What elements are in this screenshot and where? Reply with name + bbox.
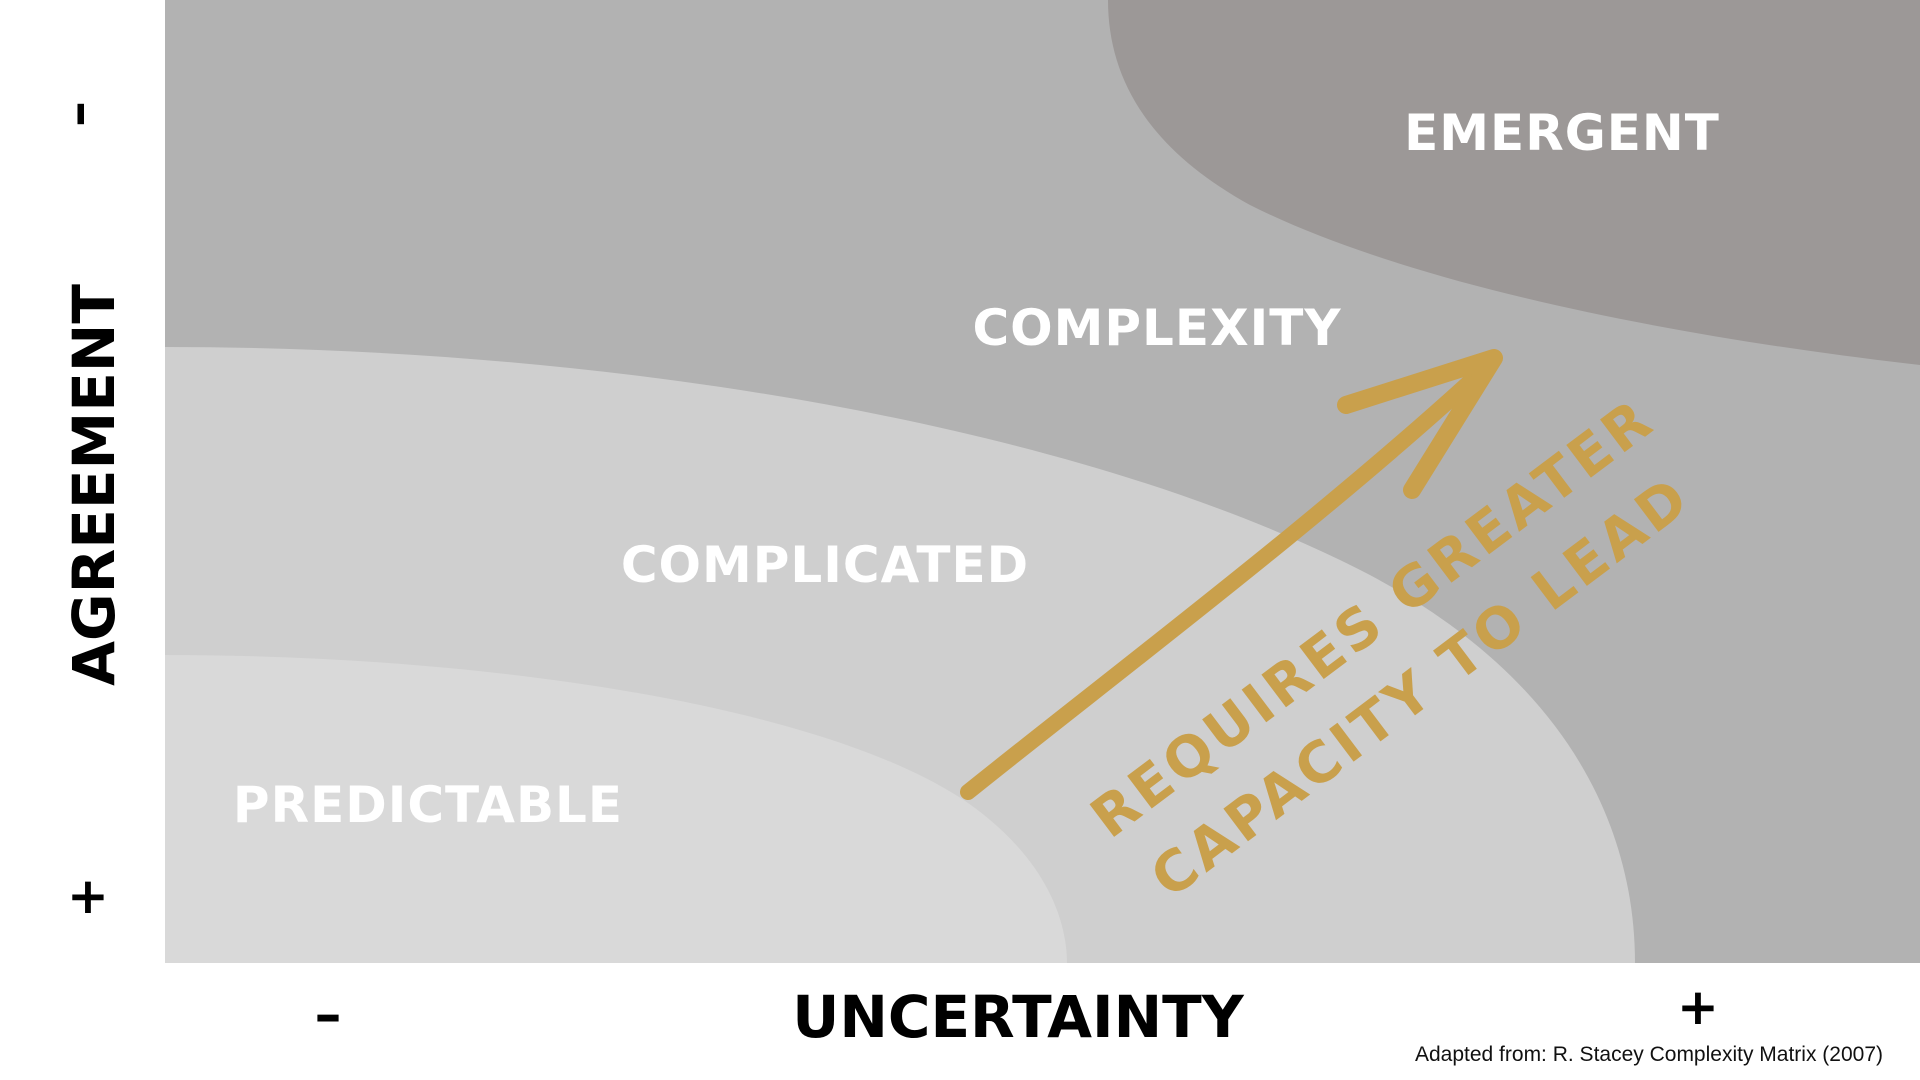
emergent-label: EMERGENT bbox=[1404, 104, 1720, 162]
y-axis-title: AGREEMENT bbox=[60, 284, 128, 686]
x-axis-left-sign: – bbox=[315, 983, 342, 1046]
y-axis-bottom-sign: + bbox=[67, 867, 109, 925]
predictable-zone bbox=[165, 655, 1067, 963]
predictable-label: PREDICTABLE bbox=[233, 776, 623, 834]
arrow-shaft bbox=[960, 360, 1493, 800]
x-axis-title: UNCERTAINTY bbox=[792, 983, 1245, 1051]
capacity-arrow bbox=[960, 349, 1503, 800]
source-credit: Adapted from: R. Stacey Complexity Matri… bbox=[1415, 1043, 1883, 1066]
complicated-label: COMPLICATED bbox=[621, 536, 1029, 594]
emergent-zone bbox=[1108, 0, 1920, 365]
y-axis-top-sign: – bbox=[48, 101, 108, 127]
complexity-label: COMPLEXITY bbox=[972, 299, 1341, 357]
x-axis-right-sign: + bbox=[1677, 978, 1719, 1036]
arrow-head bbox=[1337, 349, 1503, 499]
